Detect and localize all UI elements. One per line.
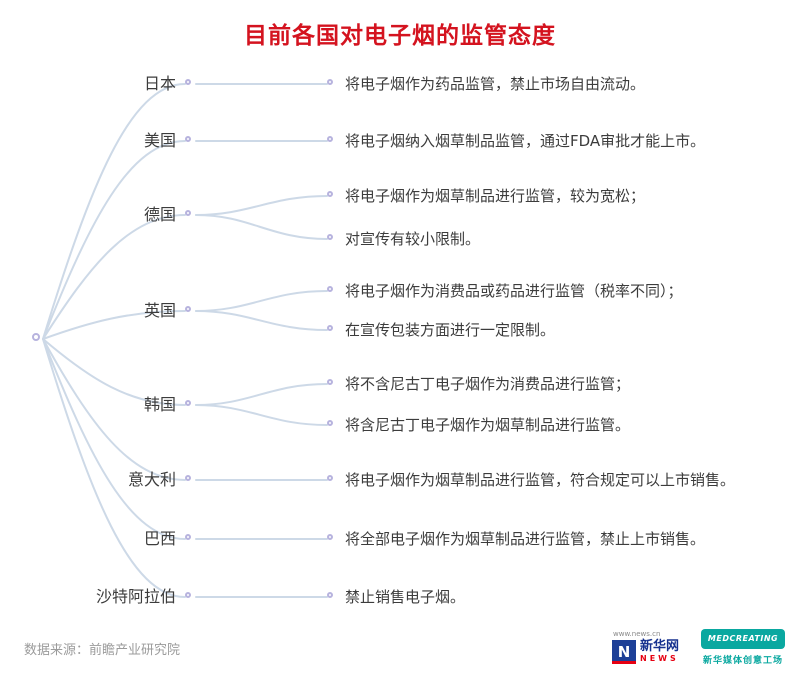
node-dot-saudi <box>185 592 191 598</box>
data-source-label: 数据来源：前瞻产业研究院 <box>24 643 181 658</box>
detail-text-italy: 将电子烟作为烟草制品进行监管，符合规定可以上市销售。 <box>345 471 736 489</box>
detail-text-korea2: 将含尼古丁电子烟作为烟草制品进行监管。 <box>345 416 631 434</box>
detail-dot-germany1 <box>327 191 333 197</box>
xinhua-logo: www.news.cn N 新华网 NEWS <box>612 630 690 664</box>
node-dot-italy <box>185 475 191 481</box>
node-dot-korea <box>185 400 191 406</box>
country-label-germany: 德国 <box>143 205 176 224</box>
connector-uk-detail2 <box>195 310 328 331</box>
detail-dot-germany2 <box>327 234 333 240</box>
detail-dot-japan <box>327 79 333 85</box>
country-label-uk: 英国 <box>143 301 176 320</box>
detail-dot-brazil <box>327 534 333 540</box>
medcreating-caption: 新华媒体创意工场 <box>702 656 783 666</box>
page-title: 目前各国对电子烟的监管态度 <box>244 23 556 49</box>
detail-dot-saudi <box>327 592 333 598</box>
country-label-saudi: 沙特阿拉伯 <box>95 587 176 606</box>
detail-dot-italy <box>327 475 333 481</box>
detail-text-usa: 将电子烟纳入烟草制品监管，通过FDA审批才能上市。 <box>345 132 706 150</box>
connector-uk-detail1 <box>195 290 328 312</box>
detail-text-uk2: 在宣传包装方面进行一定限制。 <box>345 321 556 339</box>
root-node-icon <box>32 333 40 341</box>
detail-dot-korea2 <box>327 420 333 426</box>
detail-dot-usa <box>327 136 333 142</box>
node-dot-japan <box>185 79 191 85</box>
xinhua-name-label: 新华网 <box>640 639 680 654</box>
detail-dot-uk1 <box>327 286 333 292</box>
connector-root-brazil <box>42 338 186 540</box>
detail-text-germany1: 将电子烟作为烟草制品进行监管，较为宽松； <box>345 187 646 205</box>
node-dot-usa <box>185 136 191 142</box>
detail-text-germany2: 对宣传有较小限制。 <box>345 230 481 248</box>
detail-dot-korea1 <box>327 379 333 385</box>
medcreating-badge-icon: MEDCREATING <box>701 629 785 649</box>
country-label-brazil: 巴西 <box>143 529 176 548</box>
country-label-italy: 意大利 <box>127 470 176 489</box>
node-dot-brazil <box>185 534 191 540</box>
country-label-korea: 韩国 <box>143 395 176 414</box>
xinhua-n-icon: N <box>612 640 636 664</box>
connector-germany-detail1 <box>195 195 328 216</box>
detail-text-saudi: 禁止销售电子烟。 <box>345 588 466 606</box>
connector-korea-detail1 <box>195 383 328 406</box>
country-label-japan: 日本 <box>143 74 176 93</box>
country-label-usa: 美国 <box>143 131 176 150</box>
detail-text-korea1: 将不含尼古丁电子烟作为消费品进行监管； <box>345 375 631 393</box>
detail-text-japan: 将电子烟作为药品监管，禁止市场自由流动。 <box>345 75 646 93</box>
detail-text-uk1: 将电子烟作为消费品或药品进行监管（税率不同）； <box>345 282 683 300</box>
detail-dot-uk2 <box>327 325 333 331</box>
medcreating-logo: MEDCREATING 新华媒体创意工场 <box>698 629 788 666</box>
xinhua-news-label: NEWS <box>640 654 679 663</box>
connector-korea-detail2 <box>195 404 328 426</box>
connector-germany-detail2 <box>195 214 328 240</box>
xinhua-url-text: www.news.cn <box>613 630 661 638</box>
detail-text-brazil: 将全部电子烟作为烟草制品进行监管，禁止上市销售。 <box>345 530 706 548</box>
node-dot-uk <box>185 306 191 312</box>
node-dot-germany <box>185 210 191 216</box>
